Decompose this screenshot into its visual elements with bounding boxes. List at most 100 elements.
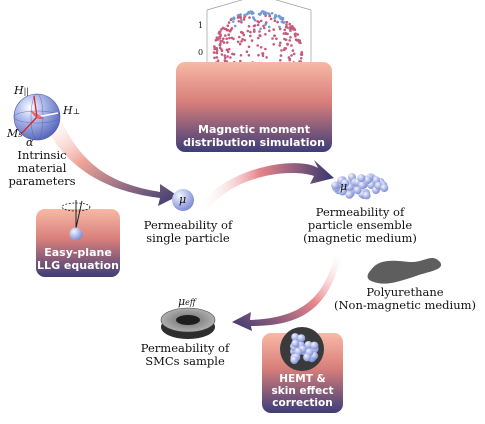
moment-dot <box>222 37 225 40</box>
simulation-box <box>176 62 332 152</box>
llg-sphere <box>61 200 91 241</box>
moment-dot <box>273 34 276 38</box>
moment-dot <box>279 41 282 45</box>
moment-dot <box>225 37 228 41</box>
polyurethane-label: Polyurethane (Non-magnetic medium) <box>330 286 480 312</box>
moment-dot <box>223 56 227 60</box>
moment-dot <box>238 42 242 46</box>
h-perp-base: H <box>63 104 73 117</box>
moment-dot <box>226 50 230 54</box>
moment-dot <box>242 33 246 37</box>
moment-dot <box>282 32 286 35</box>
moment-dot <box>233 24 237 28</box>
moment-dot <box>242 18 246 21</box>
moment-dot <box>289 36 292 39</box>
ensemble-line-2: particle ensemble <box>307 218 413 232</box>
moment-dot <box>218 31 221 34</box>
moment-dot <box>216 59 220 62</box>
h-perp-sub: ⊥ <box>72 107 81 116</box>
moment-dot <box>264 14 267 17</box>
moment-dot <box>227 47 231 51</box>
moment-dot <box>281 20 284 24</box>
moment-dot <box>212 51 216 54</box>
moment-dot <box>288 58 292 62</box>
moment-dot <box>215 56 219 59</box>
moment-dot <box>279 59 282 62</box>
llg-line-2: LLG equation <box>37 259 119 272</box>
moment-dot <box>296 33 300 36</box>
moment-dot <box>229 18 233 22</box>
moment-dot <box>245 50 249 53</box>
moment-dot <box>230 27 234 30</box>
moment-dot <box>239 54 243 57</box>
moment-dot <box>283 47 287 50</box>
moment-dot <box>273 19 277 23</box>
ensemble-line-3: (magnetic medium) <box>303 231 417 245</box>
single-particle-label: Permeability of single particle <box>138 219 238 245</box>
moment-dot <box>269 17 273 21</box>
moment-dot <box>221 26 225 30</box>
single-line-2: single particle <box>146 231 230 245</box>
hemt-ball <box>304 341 313 349</box>
moment-dot <box>218 46 222 50</box>
moment-dot <box>276 20 279 24</box>
ensemble-particle <box>358 181 367 190</box>
mu-eff-base: μ <box>178 295 186 308</box>
ensemble-particle <box>331 181 340 190</box>
alpha-label: α <box>26 136 34 149</box>
simulation-line-1: Magnetic moment <box>198 123 310 136</box>
moment-dot <box>237 20 241 23</box>
moment-dot <box>226 55 229 58</box>
moment-dot <box>286 43 290 46</box>
smc-line-1: Permeability of <box>140 341 230 355</box>
moment-dot <box>221 39 224 43</box>
moment-dot <box>223 54 227 57</box>
single-line-1: Permeability of <box>143 218 233 232</box>
moment-dot <box>256 23 260 27</box>
moment-dot <box>294 32 297 35</box>
moment-dot <box>224 34 227 37</box>
moment-dot <box>261 54 265 57</box>
moment-dot <box>287 56 291 59</box>
moment-dot <box>265 56 268 59</box>
moment-dot <box>259 11 263 15</box>
moment-dot <box>236 40 240 44</box>
moment-dot <box>279 17 283 20</box>
moment-dot <box>259 46 263 49</box>
moment-dot <box>271 37 274 40</box>
ensemble-particle <box>362 191 371 200</box>
moment-dot <box>250 39 254 42</box>
moment-dot <box>278 44 282 47</box>
moment-dot <box>243 38 247 42</box>
moment-dot <box>289 25 292 29</box>
moment-dot <box>288 39 292 42</box>
simulation-line-2: distribution simulation <box>183 136 325 149</box>
moment-dot <box>228 29 232 33</box>
moment-dot <box>247 54 251 57</box>
moment-dot <box>227 33 230 36</box>
moment-dot <box>283 21 286 24</box>
moment-dot <box>256 20 259 23</box>
polyurethane-shape <box>367 258 442 284</box>
hemt-line-3: correction <box>272 397 333 409</box>
intrinsic-line-1: Intrinsic <box>17 148 67 162</box>
llg-box <box>36 209 120 277</box>
moment-dot <box>215 49 219 52</box>
hemt-ball <box>297 334 306 343</box>
ensemble-particle <box>338 187 347 196</box>
moment-dot <box>261 52 265 55</box>
moment-dot <box>218 44 222 47</box>
moment-dot <box>220 49 224 52</box>
moment-dot <box>241 37 244 41</box>
moment-dot <box>229 56 232 59</box>
moment-dot <box>262 24 265 28</box>
ms-label: Ms <box>7 127 22 140</box>
ensemble-line-1: Permeability of <box>315 205 405 219</box>
moment-dot <box>296 39 299 42</box>
moment-dot <box>264 33 267 36</box>
hemt-ball <box>291 339 300 348</box>
moment-dot <box>268 29 271 33</box>
hemt-line-1: HEMT & <box>279 373 326 385</box>
moment-dot <box>243 13 246 17</box>
hemt-box-text: HEMT & skin effect correction <box>262 373 343 409</box>
